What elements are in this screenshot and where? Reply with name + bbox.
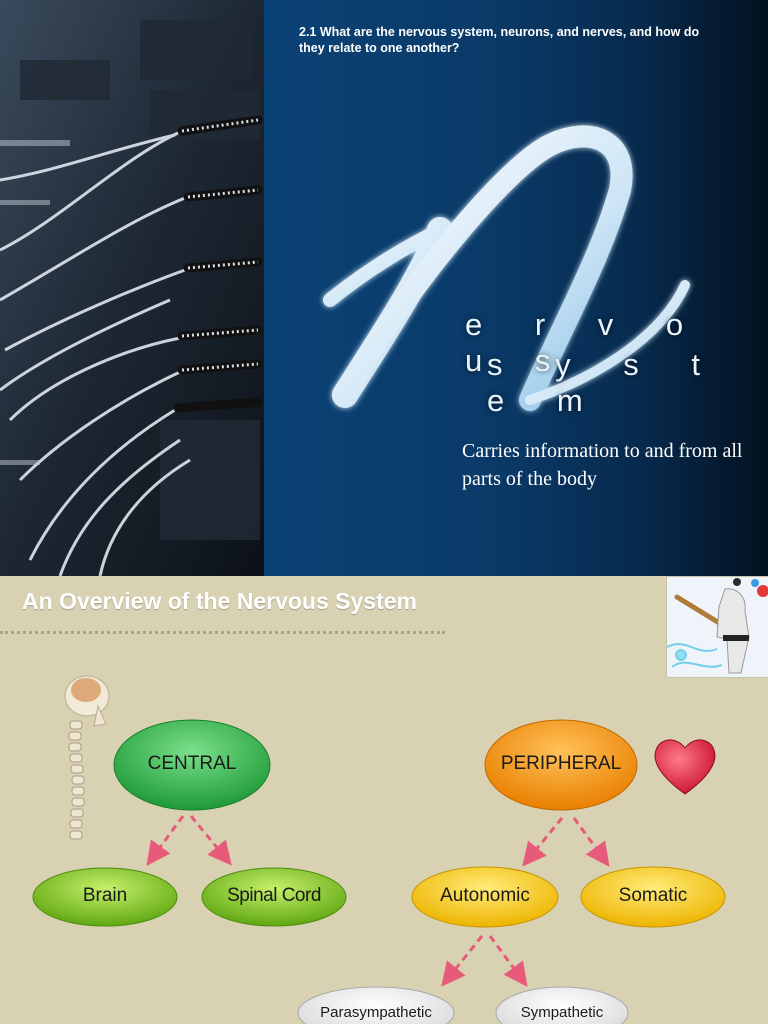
sympathetic-node xyxy=(495,986,629,1024)
spinal-cord-label: Spinal Cord xyxy=(227,885,321,906)
nervous-system-diagram xyxy=(32,675,726,1024)
somatic-label: Somatic xyxy=(618,885,688,906)
central-label: CENTRAL xyxy=(147,753,237,774)
peripheral-node xyxy=(484,719,638,811)
heart-icon xyxy=(654,739,716,795)
sympathetic-label: Sympathetic xyxy=(520,1004,604,1021)
baseball-player-photo xyxy=(666,576,768,678)
somatic-node xyxy=(580,866,726,928)
parasympathetic-node xyxy=(297,986,455,1024)
logo-word-system: s y s t e m xyxy=(487,347,722,418)
dotted-divider xyxy=(0,631,445,634)
brain-label: Brain xyxy=(82,885,128,906)
section-question: 2.1 What are the nervous system, neurons… xyxy=(299,25,700,55)
overview-title: An Overview of the Nervous System xyxy=(22,588,417,614)
autonomic-label: Autonomic xyxy=(440,885,530,906)
network-cables-image xyxy=(0,0,264,576)
hierarchy-arrows xyxy=(146,815,610,987)
autonomic-node xyxy=(411,866,559,928)
stylized-n-logo xyxy=(323,125,690,411)
peripheral-label: PERIPHERAL xyxy=(500,753,622,774)
slide-nervous-system-overview: An Overview of the Nervous System xyxy=(0,576,768,1024)
parasympathetic-label: Parasympathetic xyxy=(320,1004,432,1021)
logo-word-ervous: e r v o u s xyxy=(465,307,706,378)
brain-node xyxy=(32,867,178,927)
baseball-player-image xyxy=(666,577,768,677)
spinal-cord-node xyxy=(201,867,347,927)
slide-subtitle: Carries information to and from all part… xyxy=(462,440,743,490)
skull-spine-icon xyxy=(64,675,110,840)
slide-nervous-system-title: 2.1 What are the nervous system, neurons… xyxy=(0,0,768,576)
central-node xyxy=(113,719,271,811)
